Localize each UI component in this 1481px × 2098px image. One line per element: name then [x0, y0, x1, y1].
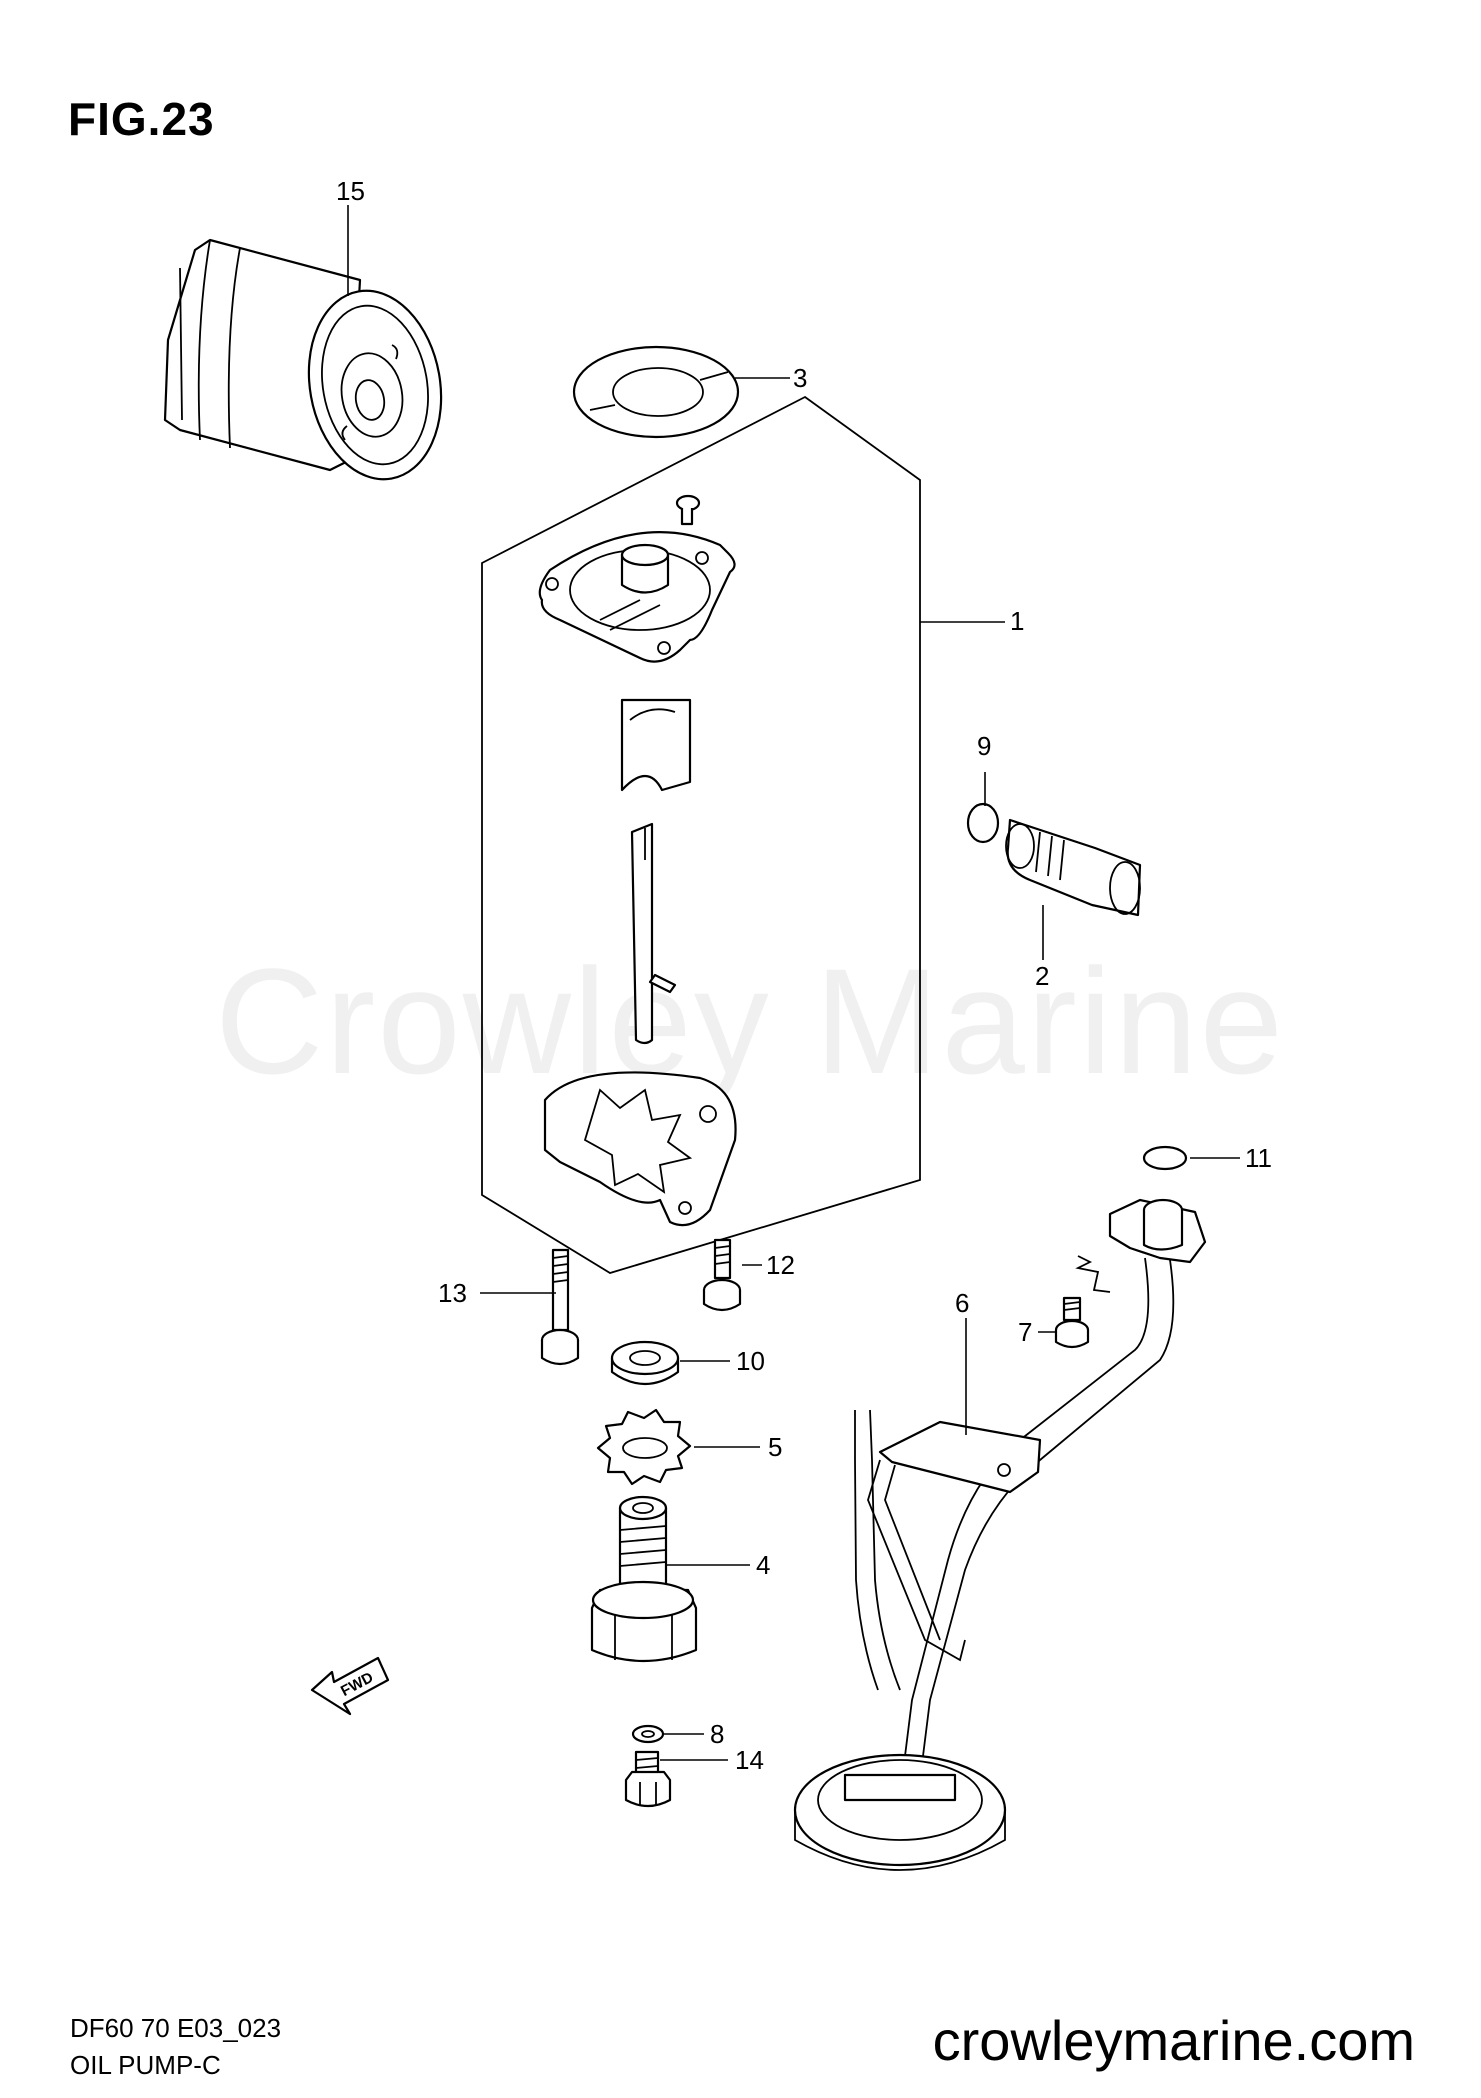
part-o-ring-9	[966, 802, 1000, 844]
part-inner-rotor	[620, 698, 692, 792]
part-bolt-14	[624, 1750, 672, 1808]
footer-site: crowleymarine.com	[932, 2009, 1415, 2072]
part-bolt-12	[702, 1238, 742, 1312]
callout-5: 5	[768, 1432, 782, 1462]
figure-title: FIG.23	[68, 93, 215, 145]
callout-10: 10	[736, 1346, 765, 1376]
callout-6: 6	[955, 1288, 969, 1318]
callout-labels: 15 3 1 9 2 11 6 12 13 7 10 5 4 8 14	[336, 176, 1272, 1775]
part-shaft	[630, 822, 677, 1045]
callout-1: 1	[1010, 606, 1024, 636]
callout-15: 15	[336, 176, 365, 206]
part-washer-8	[631, 1724, 665, 1744]
part-pump-body	[543, 1071, 737, 1227]
part-gasket-3	[572, 345, 740, 439]
part-bolt-13	[540, 1248, 580, 1366]
callout-13: 13	[438, 1278, 467, 1308]
callout-2: 2	[1035, 961, 1049, 991]
part-screw-top	[675, 494, 701, 526]
part-o-ring-11	[1142, 1145, 1188, 1171]
part-washer-10	[610, 1340, 680, 1385]
fwd-arrow-icon: FWD	[310, 1656, 390, 1716]
watermark: Crowley Marine	[215, 937, 1285, 1105]
part-bolt-7	[1054, 1296, 1090, 1349]
footer-section: OIL PUMP-C	[70, 2050, 221, 2080]
callout-4: 4	[756, 1550, 770, 1580]
footer-model: DF60 70 E03_023	[70, 2013, 282, 2043]
part-oil-filter	[163, 238, 443, 481]
callout-14: 14	[735, 1745, 764, 1775]
callout-8: 8	[710, 1719, 724, 1749]
part-relief-valve	[1005, 818, 1142, 917]
callout-11: 11	[1245, 1143, 1272, 1173]
part-oil-strainer	[793, 1198, 1207, 1871]
callout-7: 7	[1018, 1317, 1032, 1347]
part-lock-washer-5	[596, 1408, 692, 1486]
callout-3: 3	[793, 363, 807, 393]
leader-lines	[347, 205, 1240, 1761]
part-union-bolt-4	[590, 1495, 698, 1663]
callout-12: 12	[766, 1250, 795, 1280]
callout-9: 9	[977, 731, 991, 761]
part-pump-cover	[538, 531, 736, 663]
assembly-outline	[481, 395, 921, 1274]
